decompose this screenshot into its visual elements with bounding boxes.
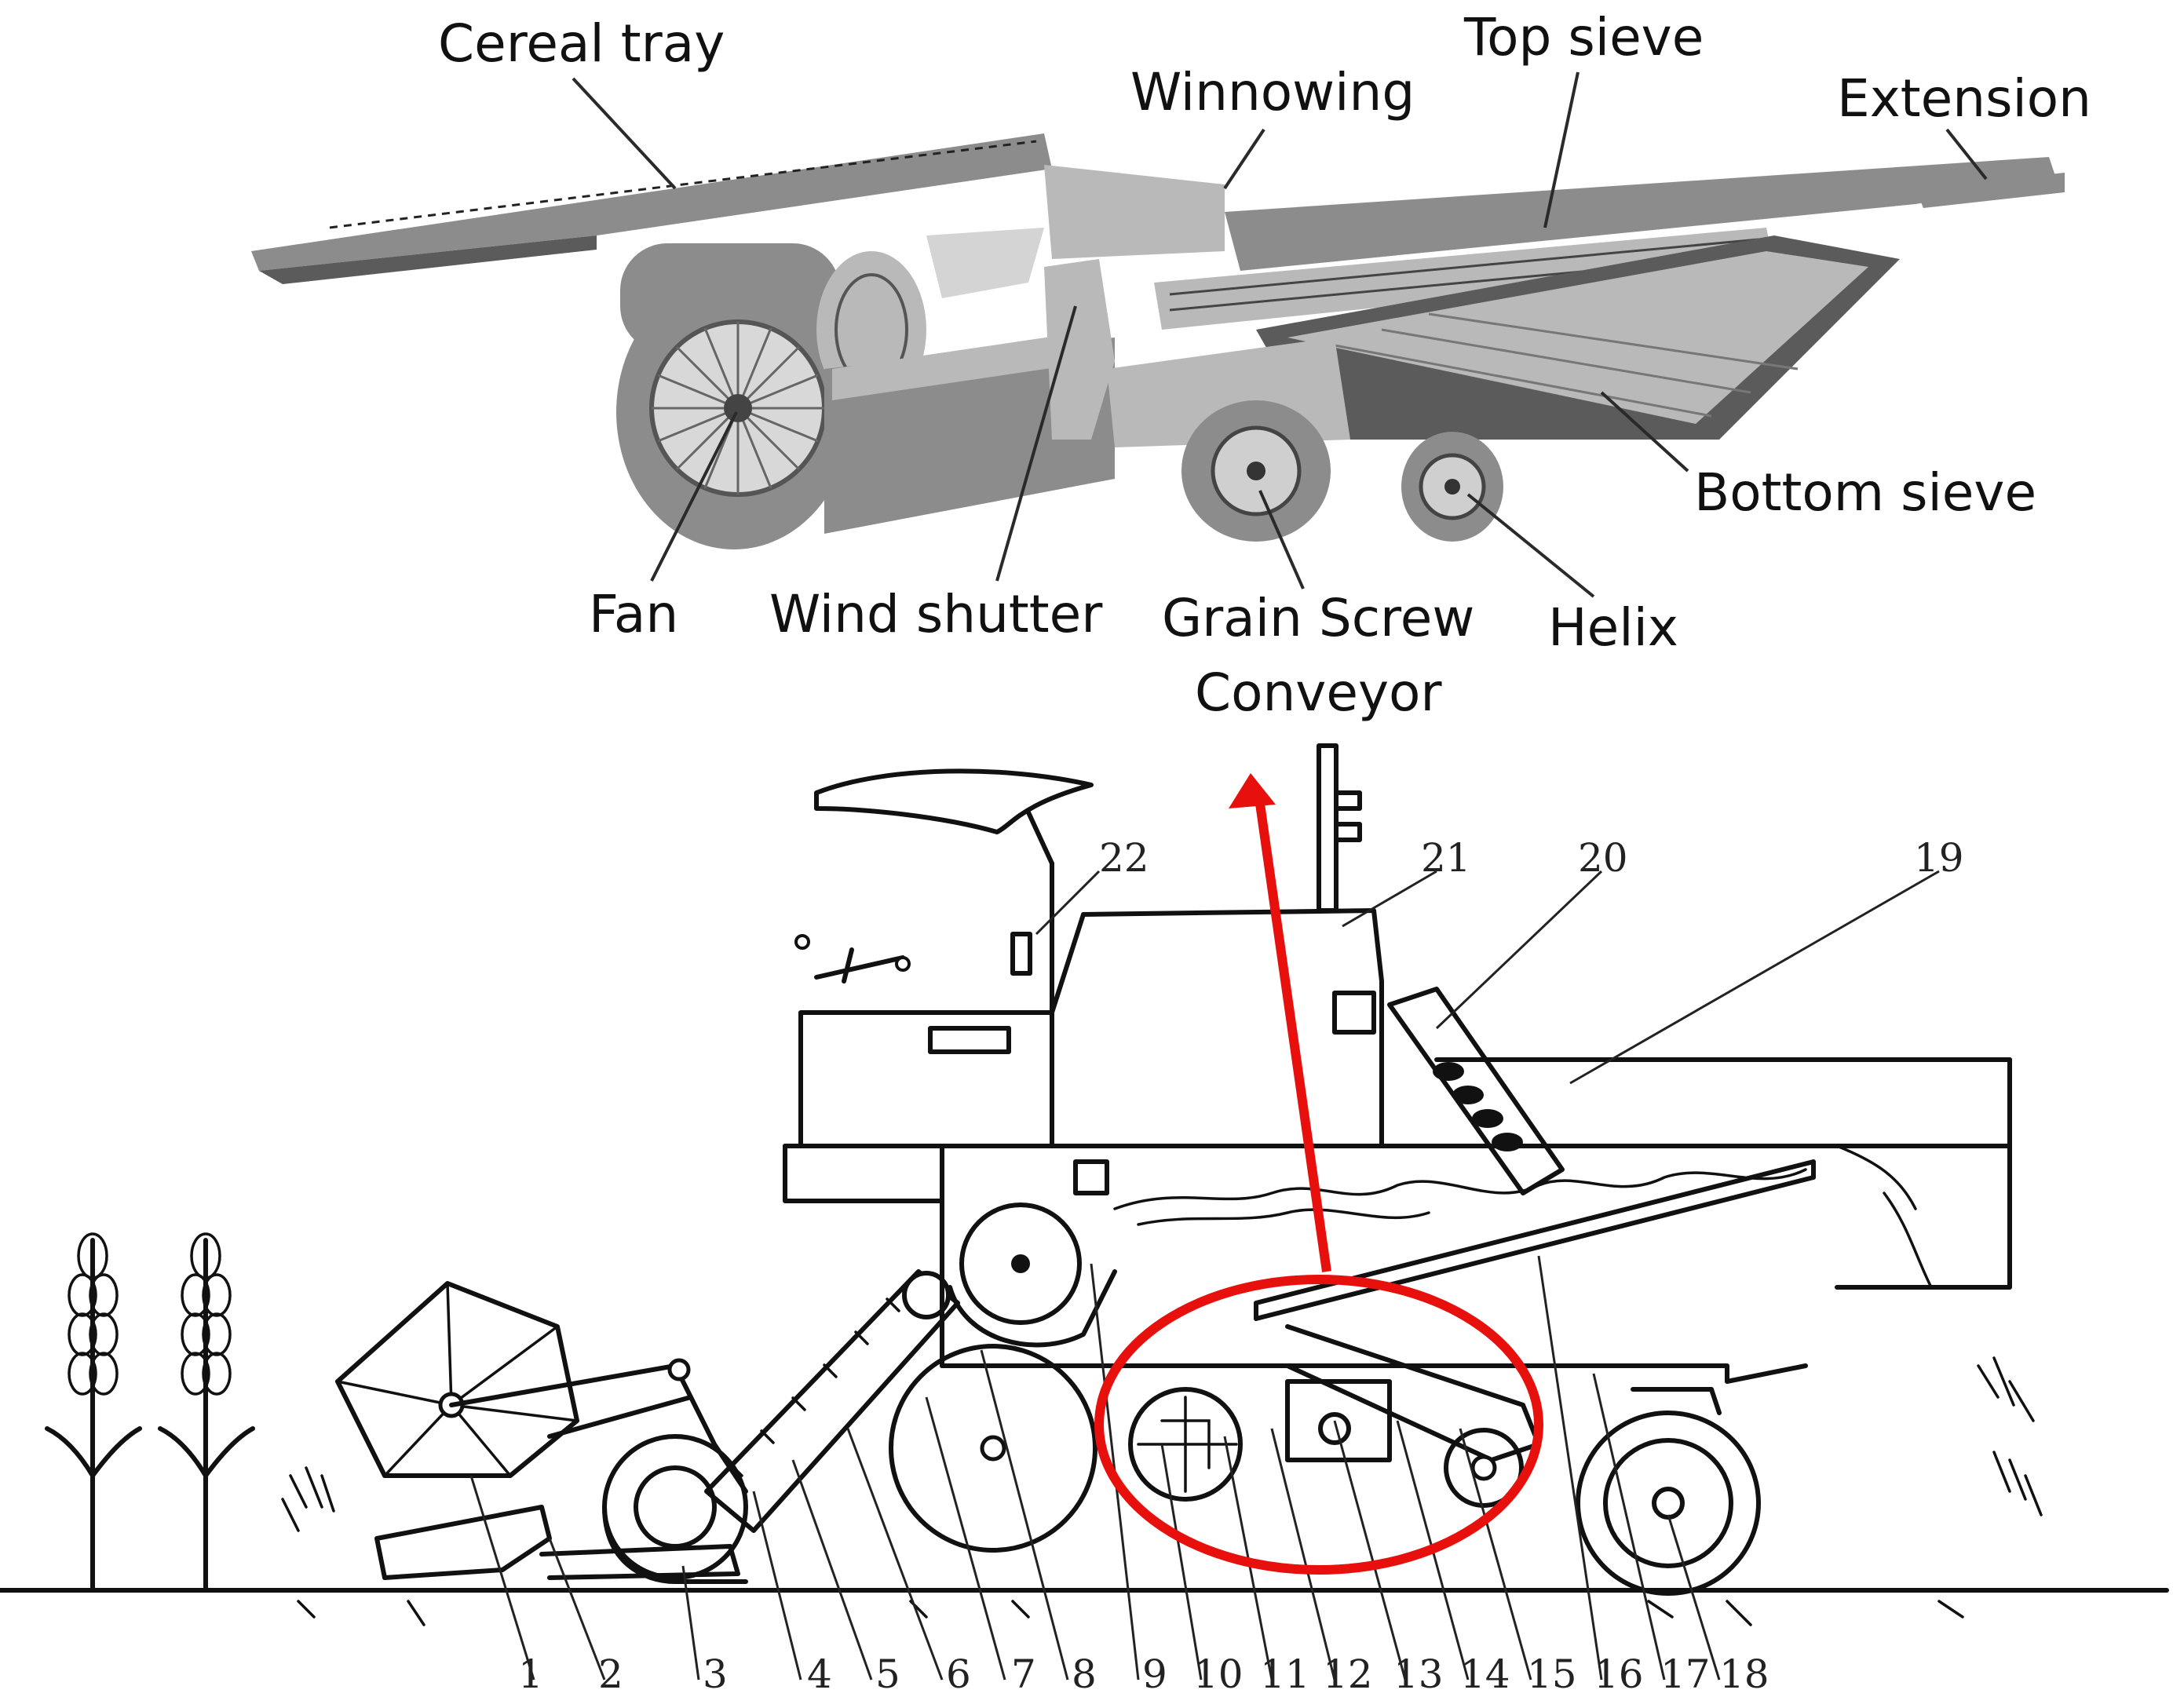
threshing-drum — [959, 1203, 1082, 1325]
label-bottom-sieve: Bottom sieve — [1694, 462, 2036, 523]
part-number: 8 — [1072, 1651, 1097, 1697]
highlight-annotation — [1094, 773, 1543, 1575]
part-number-leaders — [469, 870, 1940, 1681]
drive-wheel — [889, 1344, 1097, 1553]
cleaning-fan — [1128, 1387, 1243, 1502]
part-numbers: 1 2 3 4 5 6 7 8 9 10 11 12 13 14 15 16 1… — [518, 835, 1964, 1697]
part-number: 16 — [1594, 1651, 1644, 1697]
canopy — [814, 768, 1094, 834]
part-number: 6 — [946, 1651, 971, 1697]
part-number: 22 — [1099, 835, 1149, 881]
label-grain-screw-line1: Grain Screw — [1162, 588, 1474, 648]
part-number: 7 — [1011, 1651, 1036, 1697]
cab — [798, 908, 1384, 1148]
part-number: 14 — [1460, 1651, 1510, 1697]
rear-wheel — [1576, 1411, 1761, 1596]
top-sieve-deck — [1225, 157, 2057, 271]
part-number: 17 — [1660, 1651, 1711, 1697]
part-number: 19 — [1914, 835, 1964, 881]
combine-line-drawing — [0, 743, 2169, 1681]
part-number: 12 — [1323, 1651, 1373, 1697]
part-number: 10 — [1193, 1651, 1244, 1697]
return-elevator — [1387, 987, 1565, 1195]
main-body — [940, 1144, 1808, 1384]
label-winnowing: Winnowing — [1130, 62, 1415, 122]
label-cereal-tray: Cereal tray — [438, 13, 725, 74]
winnowing-block — [1044, 165, 1225, 259]
part-number: 3 — [703, 1651, 728, 1697]
part-number: 20 — [1578, 835, 1628, 881]
cereal-tray — [251, 133, 1052, 271]
part-number: 9 — [1142, 1651, 1167, 1697]
label-grain-screw-line2: Conveyor — [1195, 662, 1442, 723]
part-number: 5 — [875, 1651, 900, 1697]
label-wind-shutter: Wind shutter — [769, 584, 1103, 644]
wheat-plant-right — [158, 1232, 255, 1593]
label-fan: Fan — [589, 584, 678, 644]
label-helix: Helix — [1548, 597, 1678, 658]
reel — [335, 1281, 579, 1478]
extension — [1916, 173, 2065, 208]
part-number: 13 — [1393, 1651, 1444, 1697]
highlight-arrow-shaft — [1254, 792, 1331, 1272]
part-number: 1 — [518, 1651, 543, 1697]
part-number: 2 — [598, 1651, 623, 1697]
part-number: 4 — [807, 1651, 832, 1697]
label-top-sieve: Top sieve — [1463, 7, 1704, 68]
wind-shutter — [1044, 259, 1115, 440]
wheat-plant-left — [45, 1232, 142, 1593]
part-number: 11 — [1260, 1651, 1310, 1697]
label-extension: Extension — [1837, 68, 2091, 129]
highlight-ellipse — [1094, 1275, 1543, 1575]
part-number: 21 — [1421, 835, 1471, 881]
screw-conveyor-wheel — [1444, 1428, 1524, 1508]
top-callouts: Cereal tray Winnowing Top sieve Extensio… — [438, 7, 2091, 723]
part-number: 18 — [1719, 1651, 1769, 1697]
part-number: 15 — [1527, 1651, 1577, 1697]
highlight-arrow-head — [1229, 773, 1276, 808]
cleaning-unit-render — [251, 133, 2065, 549]
